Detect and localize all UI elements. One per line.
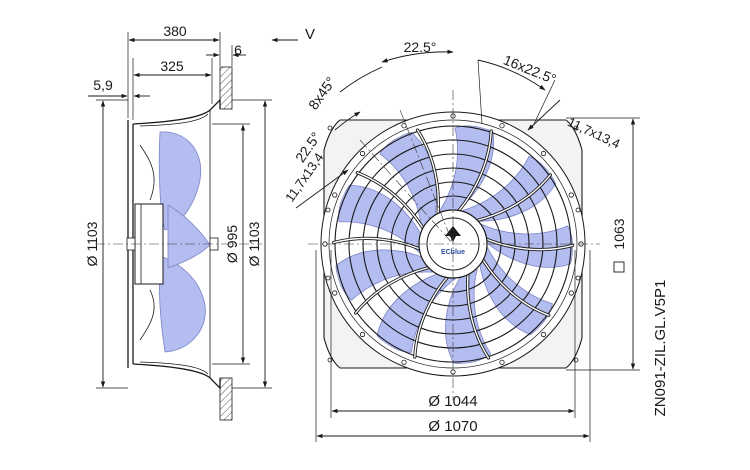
guard-spoke-highlight — [485, 238, 574, 251]
bolt-hole — [568, 290, 574, 296]
guard-spoke-highlight — [354, 266, 430, 314]
side-blade-mid — [167, 204, 211, 269]
guard-spoke-highlight — [414, 276, 448, 358]
impeller-blade — [478, 247, 553, 336]
wall-hatch-bottom — [219, 377, 233, 421]
dim-380-label: 380 — [163, 23, 187, 39]
plate-hole — [327, 357, 333, 363]
arc-16x22-5 — [477, 59, 546, 91]
drawing-code-label: ZN091-ZIL.GL.V5P1 — [652, 280, 669, 417]
bolt-hole — [359, 331, 366, 338]
dim-1070-label: Ø 1070 — [428, 418, 477, 435]
bolt-hole — [499, 359, 505, 365]
bolt-hole — [332, 290, 338, 296]
leader-slot-right — [527, 99, 561, 131]
impeller-blade — [438, 125, 495, 215]
housing-bottom-inner — [139, 361, 209, 375]
side-blade-top — [158, 131, 202, 231]
plate-hole — [575, 207, 581, 213]
guard-spoke-highlight — [482, 259, 550, 316]
square-symbol-icon — [613, 261, 625, 273]
front-view: ECblue V 22.5° 8x45° 16x22.5° 22.5° 11,7… — [271, 26, 640, 442]
strut-top — [139, 144, 155, 201]
housing-top-curve — [132, 98, 221, 125]
dim-59-label: 5,9 — [93, 77, 113, 93]
bolt-hole — [540, 331, 547, 338]
holes-pattern-top-label: 16x22.5° — [501, 52, 558, 88]
arc-22-5-left — [334, 111, 361, 131]
plate-hole — [327, 125, 333, 131]
bolt-hole — [540, 150, 547, 157]
dim-6-label: 6 — [234, 42, 242, 58]
leader-16x22-5 — [531, 79, 556, 129]
bolt-hole — [332, 192, 338, 198]
plate-hole — [573, 357, 579, 363]
dim-995-label: Ø 995 — [224, 225, 240, 263]
guard-spoke-highlight — [458, 130, 492, 212]
housing-top-inner — [139, 113, 209, 127]
guard-spoke-highlight — [332, 237, 421, 250]
holes-pattern-left-label: 8x45° — [305, 74, 339, 113]
dim-1103-left-label: Ø 1103 — [84, 221, 100, 266]
bolt-hole — [568, 192, 574, 198]
leader-top-hole — [477, 59, 483, 125]
wall-hatch-top — [219, 66, 233, 110]
plate-hole — [575, 275, 581, 281]
angle-top-label: 22.5° — [404, 39, 437, 55]
dim-325-label: 325 — [160, 58, 184, 74]
dim-1103-right-label: Ø 1103 — [246, 221, 262, 266]
guard-spokes — [332, 128, 574, 360]
side-view: 380 325 6 5,9 Ø 1103 Ø 995 Ø 1103 — [84, 23, 272, 421]
strut-bottom — [139, 289, 155, 341]
leader-slot-left — [295, 169, 349, 209]
square-size-label: 1063 — [611, 218, 627, 249]
bolt-hole — [359, 150, 366, 157]
housing-bottom-curve — [132, 363, 221, 390]
bolt-hole — [401, 123, 407, 129]
bolt-hole — [499, 123, 505, 129]
front-axis-45 — [359, 139, 454, 245]
view-marker-label: V — [305, 26, 315, 43]
bolt-holes — [322, 113, 584, 375]
impeller-blade — [462, 155, 557, 222]
front-axis-22-5 — [399, 109, 454, 245]
arc-8x45 — [339, 66, 383, 93]
side-blade-bottom — [158, 255, 206, 353]
guard-spoke-highlight — [416, 129, 440, 215]
bolt-hole — [401, 359, 407, 365]
plate-hole — [573, 125, 579, 131]
guard-spoke-highlight — [356, 172, 424, 229]
arc-22-5-top — [381, 49, 454, 63]
guard-spoke-highlight — [466, 273, 490, 359]
dim-1044-label: Ø 1044 — [428, 393, 477, 410]
guard-spoke-highlight — [476, 174, 552, 222]
plate-hole — [325, 207, 331, 213]
plate-hole — [325, 275, 331, 281]
